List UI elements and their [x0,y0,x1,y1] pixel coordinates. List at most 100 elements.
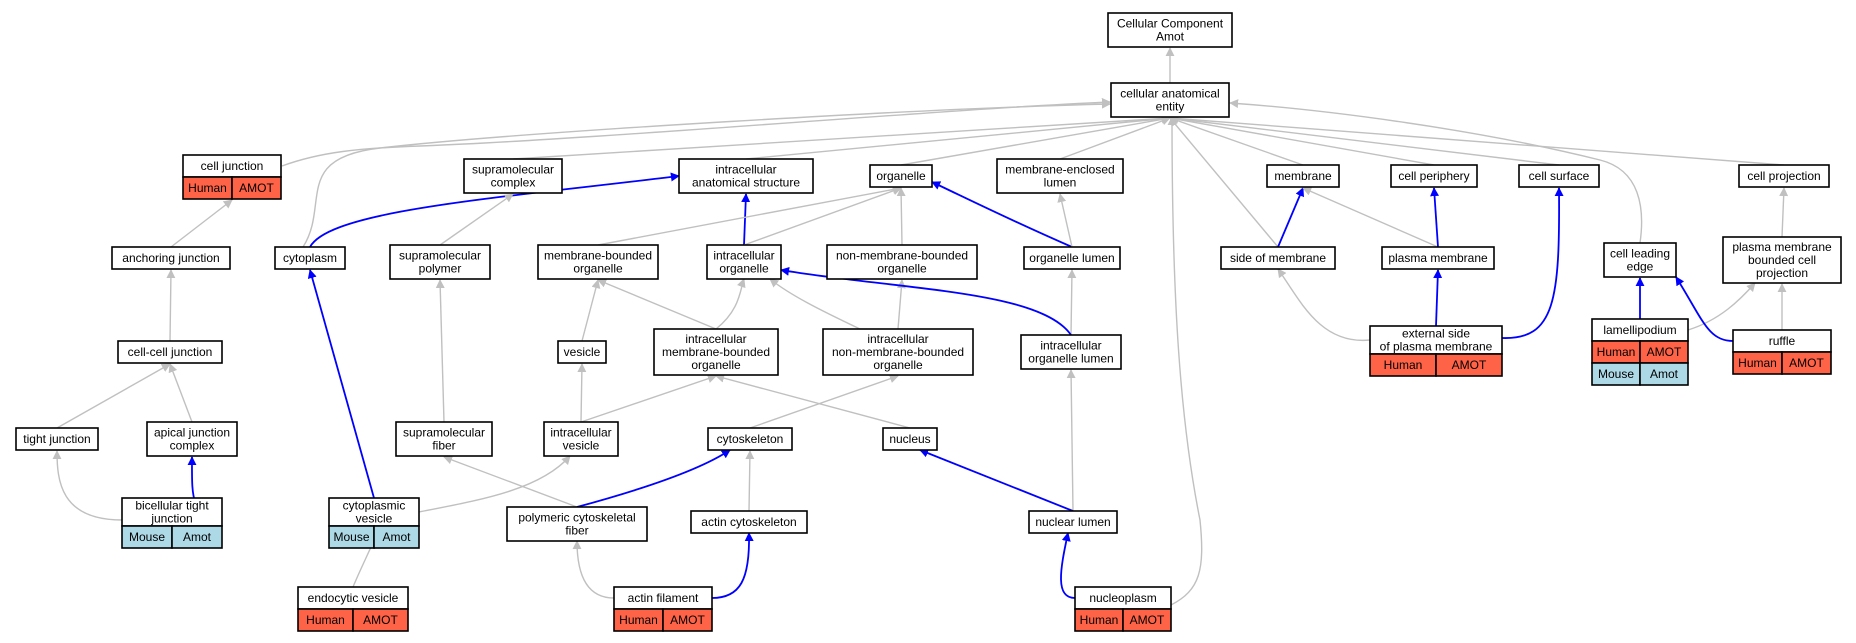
edge-intracellular_organelle-to-ias [741,193,751,246]
node-label: organelle lumen [1028,352,1113,366]
human-tag-label: AMOT [1452,358,1487,372]
edge-btj-to-tight_junction [52,450,123,521]
node-label: organelle [873,358,923,372]
node-box [996,158,1124,194]
edge-supramolecular_fiber-to-supramolecular_polymer [435,279,445,423]
node-label: intracellular [1040,339,1101,353]
node-organelle[interactable]: organelle [869,164,933,188]
edge-ias-to-cae [745,114,1171,160]
node-label: vesicle [356,512,393,526]
node-label: vesicle [563,439,600,453]
node-box [1738,164,1830,188]
node-label: vesicle [564,345,601,359]
node-membrane[interactable]: membrane [1266,164,1340,188]
node-label: Amot [1156,30,1185,44]
node-box [653,328,779,376]
edge-supramolecular_complex-to-cae [512,114,1171,160]
edge-intracellular_vesicle-to-vesicle [577,363,587,423]
edge-actin_filament-to-pcf [572,540,615,599]
node-tight_junction[interactable]: tight junction [15,427,99,451]
node-nucleus[interactable]: nucleus [882,427,938,451]
node-inmbo[interactable]: intracellularnon-membrane-boundedorganel… [822,328,974,376]
node-label: actin cytoskeleton [701,515,796,529]
node-cell_surface[interactable]: cell surface [1518,164,1600,188]
edge-anchoring_junction-to-cell_junction [170,199,233,248]
node-label: membrane-enclosed [1005,163,1114,177]
human-tag-label: Human [1738,356,1777,370]
node-box [1518,164,1600,188]
node-box [111,246,231,270]
node-label: fiber [565,524,588,538]
node-label: actin filament [628,591,699,605]
node-side_of_membrane[interactable]: side of membrane [1220,246,1336,270]
human-tag-label: Human [1384,358,1423,372]
node-box [543,421,619,457]
edge-cytoplasm-to-cae [302,99,1111,248]
node-box [690,510,808,534]
edge-cytoplasmic_vesicle-to-intracellular_vesicle [418,455,571,513]
node-box [869,164,933,188]
node-cell_cell_junction[interactable]: cell-cell junction [117,340,223,364]
mouse-tag-cell [1639,362,1689,386]
edge-cytoplasm-to-ias [309,172,680,248]
human-tag-label: Human [188,181,227,195]
node-plasma_membrane[interactable]: plasma membrane [1381,246,1495,270]
node-label: endocytic vesicle [308,591,399,605]
node-box [117,340,223,364]
edge-nucleus-to-imbo [715,373,911,429]
node-actin_cytoskeleton[interactable]: actin cytoskeleton [690,510,808,534]
human-tag-label: AMOT [670,613,705,627]
node-anchoring_junction[interactable]: anchoring junction [111,246,231,270]
node-box [707,427,793,451]
mouse-tag-label: Mouse [129,530,165,544]
node-cytoskeleton[interactable]: cytoskeleton [707,427,793,451]
node-cytoplasm[interactable]: cytoplasm [274,246,346,270]
node-box [1028,510,1118,534]
node-label: side of membrane [1230,251,1326,265]
node-label: non-membrane-bounded [832,345,964,359]
node-box [506,506,648,542]
node-cell_periphery[interactable]: cell periphery [1390,164,1478,188]
node-label: polymeric cytoskeletal [518,511,635,525]
edge-supramolecular_polymer-to-supramolecular_complex [439,193,514,246]
human-tag-label: AMOT [1789,356,1824,370]
node-organelle_lumen[interactable]: organelle lumen [1023,246,1121,270]
edge-actin_filament-to-actin_cytoskeleton [711,532,754,599]
node-cell_projection[interactable]: cell projection [1738,164,1830,188]
node-label: membrane [1274,169,1332,183]
node-vesicle[interactable]: vesicle [557,340,607,364]
node-nuclear_lumen[interactable]: nuclear lumen [1028,510,1118,534]
edge-pmbcp-to-cell_projection [1779,187,1789,238]
mouse-tag-label: Amot [183,530,212,544]
edge-organelle-to-cae [900,114,1171,166]
node-label: anatomical structure [692,176,800,190]
human-tag-label: Human [1597,345,1636,359]
node-label: complex [491,176,536,190]
